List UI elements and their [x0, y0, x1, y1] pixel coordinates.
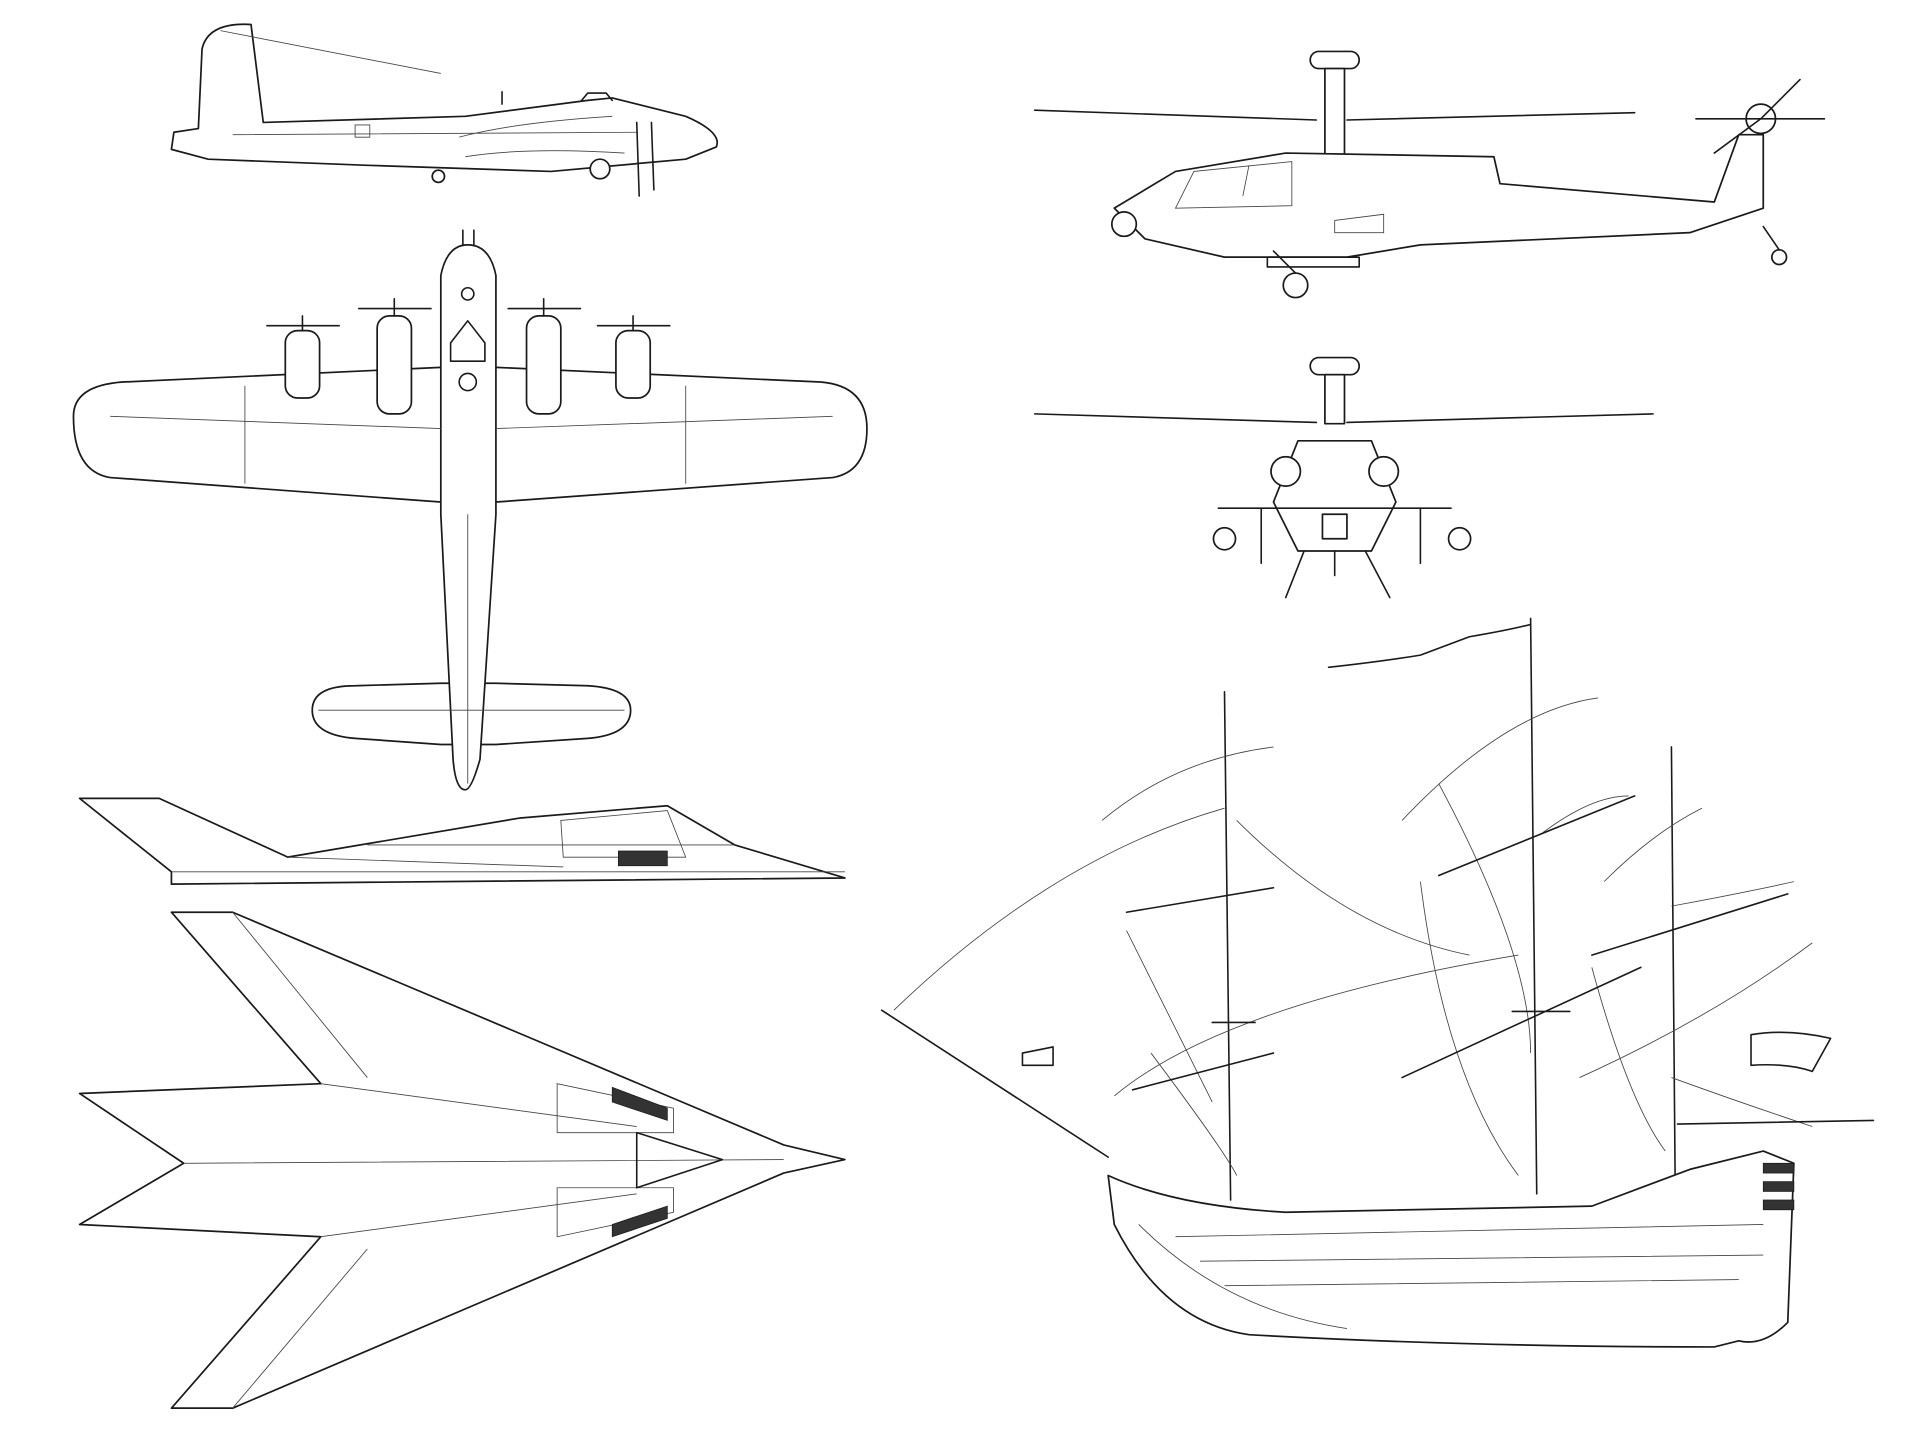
bomber-top-view — [72, 229, 868, 791]
bomber-side-view — [170, 23, 719, 197]
stealth-fighter-side-view — [78, 797, 846, 885]
sailing-ship — [880, 617, 1875, 1348]
gun-ports — [1762, 1162, 1795, 1211]
helicopter-front-view — [1033, 356, 1654, 599]
bomber-engines — [266, 297, 671, 415]
stealth-fighter-top-view — [78, 911, 846, 1410]
helicopter-side-view — [1033, 50, 1826, 299]
